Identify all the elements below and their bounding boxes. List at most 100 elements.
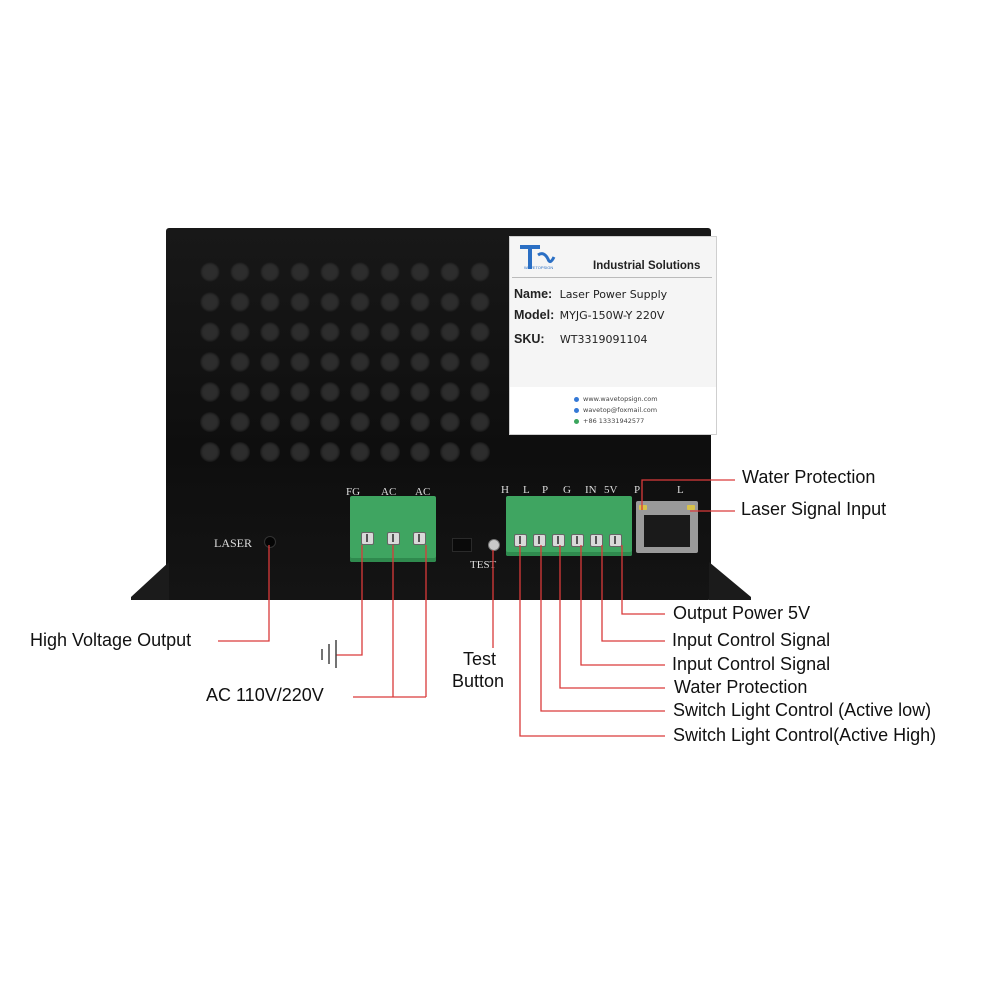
label-switch-light-high: Switch Light Control(Active High) bbox=[673, 725, 937, 745]
vent-hole bbox=[410, 442, 430, 462]
label-water-protection: Water Protection bbox=[674, 677, 808, 697]
vent-hole bbox=[200, 322, 220, 342]
email-text: wavetop@foxmail.com bbox=[583, 406, 658, 414]
status-led bbox=[687, 505, 695, 510]
label-high-voltage-output: High Voltage Output bbox=[30, 630, 192, 650]
label-test-line2: Button bbox=[452, 671, 505, 691]
screw-icon bbox=[571, 534, 584, 547]
leader-high-voltage-output bbox=[218, 545, 270, 642]
model-value: MYJG-150W-Y 220V bbox=[559, 309, 665, 322]
vent-hole bbox=[260, 352, 280, 372]
label-laser-signal-input: Laser Signal Input bbox=[741, 499, 887, 519]
vent-hole bbox=[410, 412, 430, 432]
vent-hole bbox=[410, 262, 430, 282]
vent-hole bbox=[260, 382, 280, 402]
vent-hole bbox=[200, 292, 220, 312]
label-test-line1: Test bbox=[463, 649, 497, 669]
vent-hole bbox=[230, 292, 250, 312]
vent-hole bbox=[440, 412, 460, 432]
vent-hole bbox=[410, 352, 430, 372]
model-row: Model: MYJG-150W-Y 220V bbox=[514, 308, 664, 322]
test-button[interactable] bbox=[488, 539, 500, 551]
vent-hole bbox=[440, 262, 460, 282]
vent-hole bbox=[290, 412, 310, 432]
terminal-label-5v: 5V bbox=[604, 484, 618, 496]
sku-row: SKU: WT3319091104 bbox=[514, 332, 648, 346]
vent-hole bbox=[350, 292, 370, 312]
vent-hole bbox=[290, 322, 310, 342]
terminal-label-l: L bbox=[523, 484, 530, 496]
vent-hole bbox=[320, 292, 340, 312]
vent-hole bbox=[470, 262, 490, 282]
vent-hole bbox=[260, 262, 280, 282]
vent-hole bbox=[350, 442, 370, 462]
screw-icon bbox=[590, 534, 603, 547]
website-text: www.wavetopsign.com bbox=[583, 395, 658, 403]
vent-hole bbox=[200, 262, 220, 282]
phone-row: +86 13331942577 bbox=[574, 417, 644, 425]
brand-logo-icon bbox=[520, 245, 556, 269]
vent-hole bbox=[260, 442, 280, 462]
vent-hole bbox=[260, 322, 280, 342]
switch-slot bbox=[452, 538, 472, 552]
label-switch-light-low: Switch Light Control (Active low) bbox=[673, 700, 932, 720]
vent-hole bbox=[230, 442, 250, 462]
vent-hole bbox=[230, 262, 250, 282]
vent-hole bbox=[230, 382, 250, 402]
leader-input-control-1 bbox=[601, 545, 665, 642]
ventilation-grille bbox=[200, 262, 500, 472]
vent-hole bbox=[260, 292, 280, 312]
terminal-label-ac1: AC bbox=[381, 486, 397, 498]
leader-water-protection bbox=[559, 545, 665, 689]
leader-switch-light-high bbox=[519, 545, 665, 737]
label-water-protection-top: Water Protection bbox=[742, 467, 876, 487]
vent-hole bbox=[260, 412, 280, 432]
product-sticker: WAVETOPSIGN Industrial Solutions Name: L… bbox=[509, 236, 717, 435]
vent-hole bbox=[350, 262, 370, 282]
ground-symbol-icon bbox=[321, 640, 337, 668]
vent-hole bbox=[200, 412, 220, 432]
vent-hole bbox=[320, 352, 340, 372]
ac-input-terminal-block bbox=[350, 496, 436, 562]
screw-icon bbox=[609, 534, 622, 547]
name-value: Laser Power Supply bbox=[559, 288, 668, 301]
vent-hole bbox=[470, 382, 490, 402]
name-row: Name: Laser Power Supply bbox=[514, 287, 667, 301]
vent-hole bbox=[200, 352, 220, 372]
vent-hole bbox=[380, 292, 400, 312]
vent-hole bbox=[470, 322, 490, 342]
rj-label-l: L bbox=[677, 484, 684, 496]
vent-hole bbox=[470, 292, 490, 312]
contact-area bbox=[510, 387, 716, 434]
screw-icon bbox=[387, 532, 400, 545]
mail-icon bbox=[574, 407, 579, 413]
screw-icon bbox=[552, 534, 565, 547]
vent-hole bbox=[440, 292, 460, 312]
email-row: wavetop@foxmail.com bbox=[574, 406, 657, 414]
laser-panel-label: LASER bbox=[214, 536, 253, 550]
screw-icon bbox=[413, 532, 426, 545]
vent-hole bbox=[350, 412, 370, 432]
phone-icon bbox=[574, 418, 579, 424]
vent-hole bbox=[290, 262, 310, 282]
vent-hole bbox=[440, 442, 460, 462]
vent-hole bbox=[350, 322, 370, 342]
phone-text: +86 13331942577 bbox=[583, 417, 645, 425]
leader-switch-light-low bbox=[540, 545, 665, 712]
screw-icon bbox=[533, 534, 546, 547]
vent-hole bbox=[440, 322, 460, 342]
screw-icon bbox=[361, 532, 374, 545]
vent-hole bbox=[200, 382, 220, 402]
control-terminal-block bbox=[506, 496, 632, 556]
rj45-port bbox=[636, 501, 698, 553]
vent-hole bbox=[350, 382, 370, 402]
globe-icon bbox=[574, 396, 579, 402]
label-input-control-1: Input Control Signal bbox=[672, 630, 831, 650]
terminal-label-ac2: AC bbox=[415, 486, 431, 498]
vent-hole bbox=[350, 352, 370, 372]
vent-hole bbox=[410, 292, 430, 312]
vent-hole bbox=[320, 412, 340, 432]
vent-hole bbox=[320, 442, 340, 462]
vent-hole bbox=[290, 352, 310, 372]
